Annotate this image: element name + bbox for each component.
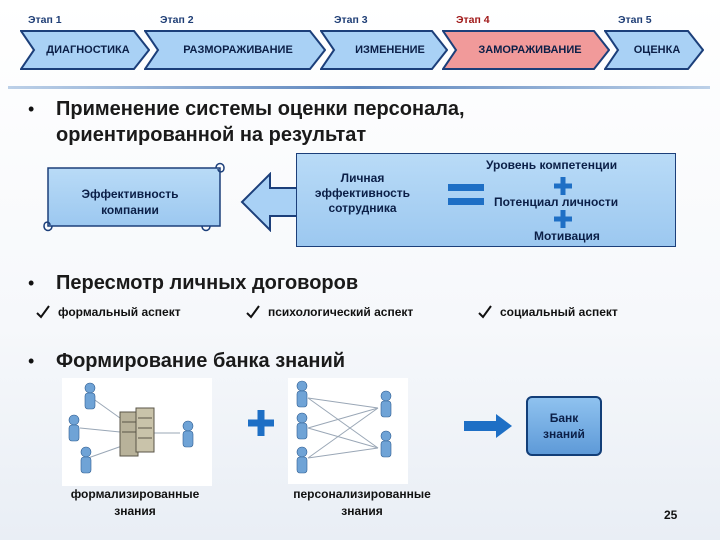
stage-3-label: ИЗМЕНЕНИЕ — [355, 44, 425, 56]
stage-2-number: Этап 2 — [160, 14, 194, 26]
chevron-shape — [320, 30, 448, 70]
aspect-formal: формальный аспект — [36, 305, 181, 319]
chevron-shape-active — [442, 30, 610, 70]
check-icon — [36, 305, 50, 319]
stage-5-number: Этап 5 — [618, 14, 652, 26]
check-icon — [246, 305, 260, 319]
personality-potential: Потенциал личности — [494, 195, 619, 209]
knowledge-bank-box: Банк знаний — [526, 396, 602, 456]
bullet-assessment-text: Применение системы оценки персонала, ори… — [56, 96, 465, 148]
person-icon — [380, 390, 392, 418]
chevron-shape — [20, 30, 150, 70]
personal-line2: эффективность — [314, 186, 411, 200]
stage-navigation: Этап 1 ДИАГНОСТИКА Этап 2 РАЗМОРАЖИВАНИЕ… — [0, 0, 720, 80]
motivation: Мотивация — [534, 229, 600, 243]
stage-1[interactable]: Этап 1 ДИАГНОСТИКА — [20, 14, 150, 70]
stage-4-label: ЗАМОРАЖИВАНИЕ — [478, 44, 582, 56]
scroll-shape — [43, 162, 225, 232]
person-icon — [68, 414, 80, 442]
personal-efficiency-label: Личная эффективность сотрудника — [305, 171, 420, 216]
company-efficiency-line1: Эффективность — [81, 187, 179, 201]
stage-4[interactable]: Этап 4 ЗАМОРАЖИВАНИЕ — [442, 14, 610, 70]
personalized-line2: знания — [341, 504, 383, 518]
formalized-line2: знания — [114, 504, 156, 518]
header-divider — [8, 86, 710, 89]
bullet-marker: • — [28, 273, 35, 293]
equals-icon — [448, 184, 484, 205]
personal-efficiency-box — [296, 153, 676, 247]
aspect-social: социальный аспект — [478, 305, 618, 319]
company-efficiency-label: Эффективность компании — [50, 176, 210, 228]
bullet-assessment: • Применение системы оценки персонала, о… — [28, 96, 465, 148]
knowledge-bank-line2: знаний — [543, 427, 585, 441]
aspect-social-label: социальный аспект — [500, 305, 618, 319]
personalized-knowledge-caption: персонализированные знания — [262, 486, 462, 520]
check-icon — [478, 305, 492, 319]
bullet-knowledge-bank-text: Формирование банка знаний — [56, 350, 346, 372]
stage-1-label: ДИАГНОСТИКА — [46, 44, 130, 56]
aspect-psychological-label: психологический аспект — [268, 305, 414, 319]
page-number: 25 — [664, 508, 678, 522]
competence-level: Уровень компетенции — [486, 158, 618, 172]
chevron-shape — [144, 30, 326, 70]
personalized-line1: персонализированные — [293, 487, 431, 501]
bullet-contracts-text: Пересмотр личных договоров — [56, 272, 359, 294]
knowledge-bank-line1: Банк — [549, 411, 579, 425]
right-arrow-icon — [464, 414, 512, 438]
bullet-assessment-line2: ориентированной на результат — [56, 124, 367, 146]
person-icon — [80, 446, 92, 474]
person-icon — [296, 446, 308, 474]
stage-5[interactable]: Этап 5 ОЦЕНКА — [604, 14, 704, 70]
aspect-formal-label: формальный аспект — [58, 305, 181, 319]
bullet-marker: • — [28, 351, 35, 371]
stage-1-number: Этап 1 — [28, 14, 62, 26]
stage-2-label: РАЗМОРАЖИВАНИЕ — [183, 44, 293, 56]
bullet-contracts: • Пересмотр личных договоров — [28, 270, 358, 296]
chevron-shape — [604, 30, 704, 70]
formalized-knowledge-caption: формализированные знания — [40, 486, 230, 520]
person-icon — [182, 420, 194, 448]
stage-2[interactable]: Этап 2 РАЗМОРАЖИВАНИЕ — [144, 14, 326, 70]
bullet-knowledge-bank: • Формирование банка знаний — [28, 348, 345, 374]
personalized-knowledge-illustration — [288, 378, 408, 484]
personal-line1: Личная — [340, 171, 385, 185]
plus-icon — [554, 177, 572, 195]
company-efficiency-line2: компании — [101, 203, 159, 217]
aspect-psychological: психологический аспект — [246, 305, 413, 319]
formalized-line1: формализированные — [70, 487, 200, 501]
bullet-assessment-line1: Применение системы оценки персонала, — [56, 98, 465, 120]
plus-icon — [554, 210, 572, 228]
person-icon — [296, 380, 308, 408]
stage-4-number: Этап 4 — [456, 14, 490, 26]
stage-3[interactable]: Этап 3 ИЗМЕНЕНИЕ — [320, 14, 448, 70]
person-icon — [296, 412, 308, 440]
plus-icon — [248, 410, 274, 436]
stage-3-number: Этап 3 — [334, 14, 368, 26]
server-icon — [119, 407, 155, 457]
personal-line3: сотрудника — [328, 201, 397, 215]
person-icon — [84, 382, 96, 410]
bullet-marker: • — [28, 99, 35, 119]
stage-5-label: ОЦЕНКА — [633, 44, 681, 56]
formalized-knowledge-illustration — [62, 378, 212, 486]
person-icon — [380, 430, 392, 458]
